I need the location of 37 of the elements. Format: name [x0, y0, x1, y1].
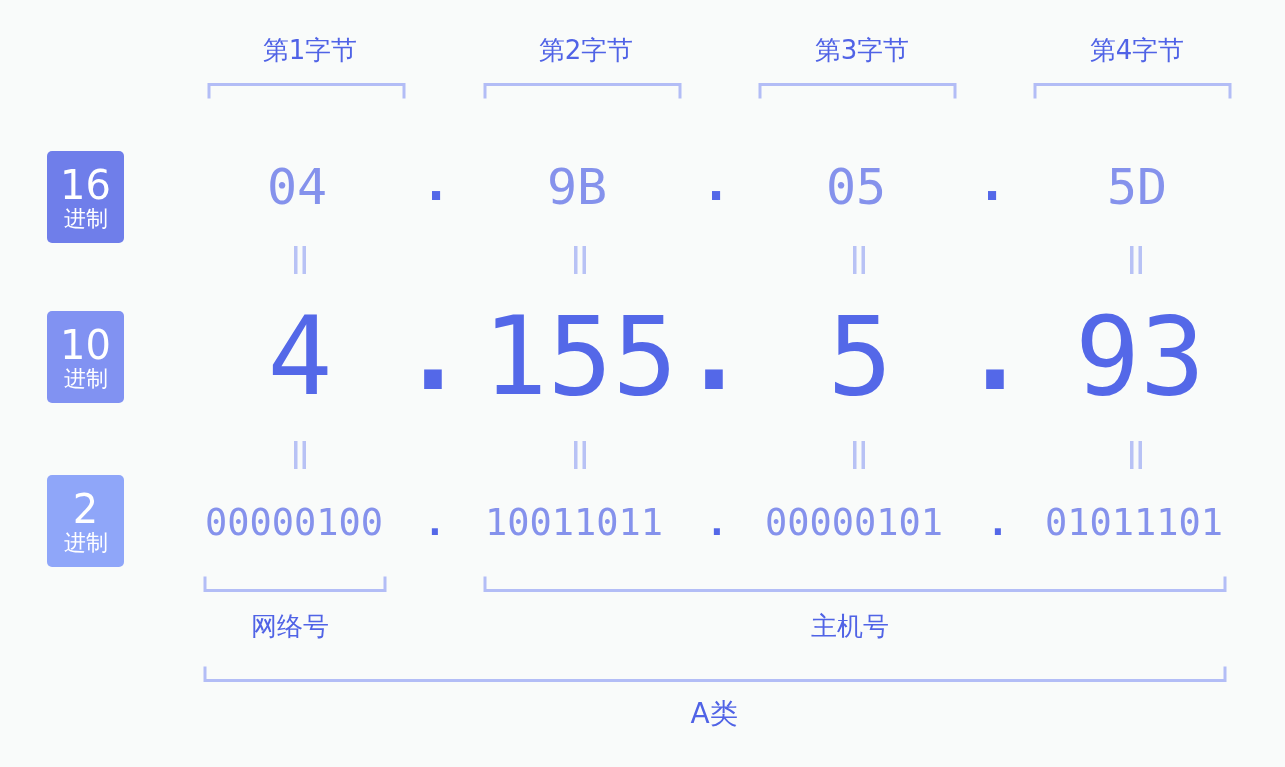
- hex-value: 9B: [546, 162, 608, 212]
- base-badge: [47, 151, 124, 243]
- base-unit-text: 进制: [63, 367, 108, 390]
- base-unit-text: 进制: [63, 531, 108, 554]
- binary-value: 01011101: [1044, 503, 1224, 541]
- byte-heading: 第1字节: [262, 37, 358, 63]
- hex-value: 5D: [1106, 162, 1168, 212]
- base-unit-text: 进制: [63, 207, 108, 230]
- decimal-value: 155: [482, 303, 678, 411]
- hex-value: 05: [825, 162, 887, 212]
- dot-separator: .: [400, 298, 466, 406]
- hex-value: 04: [266, 162, 328, 212]
- byte-heading: 第4字节: [1089, 37, 1185, 63]
- dot-separator: .: [962, 298, 1028, 406]
- base-badge: [47, 311, 124, 403]
- segment-label: 网络号: [251, 613, 329, 639]
- decimal-value: 5: [827, 303, 893, 411]
- binary-value: 00000100: [204, 503, 384, 541]
- dot-separator: .: [986, 503, 1010, 541]
- dot-separator: .: [420, 158, 452, 208]
- dot-separator: .: [700, 158, 732, 208]
- base-number: 10: [60, 324, 111, 365]
- binary-value: 10011011: [484, 503, 664, 541]
- byte-heading: 第2字节: [538, 37, 634, 63]
- base-number: 16: [60, 164, 111, 205]
- dot-separator: .: [705, 503, 729, 541]
- segment-label: 主机号: [811, 613, 889, 639]
- decimal-value: 4: [267, 303, 333, 411]
- base-badge: [47, 475, 124, 567]
- class-label: A类: [690, 700, 738, 728]
- dot-separator: .: [976, 158, 1008, 208]
- base-number: 2: [72, 488, 99, 529]
- decimal-value: 93: [1075, 303, 1205, 411]
- dot-separator: .: [681, 298, 747, 406]
- binary-value: 00000101: [764, 503, 944, 541]
- dot-separator: .: [423, 503, 447, 541]
- byte-heading: 第3字节: [814, 37, 910, 63]
